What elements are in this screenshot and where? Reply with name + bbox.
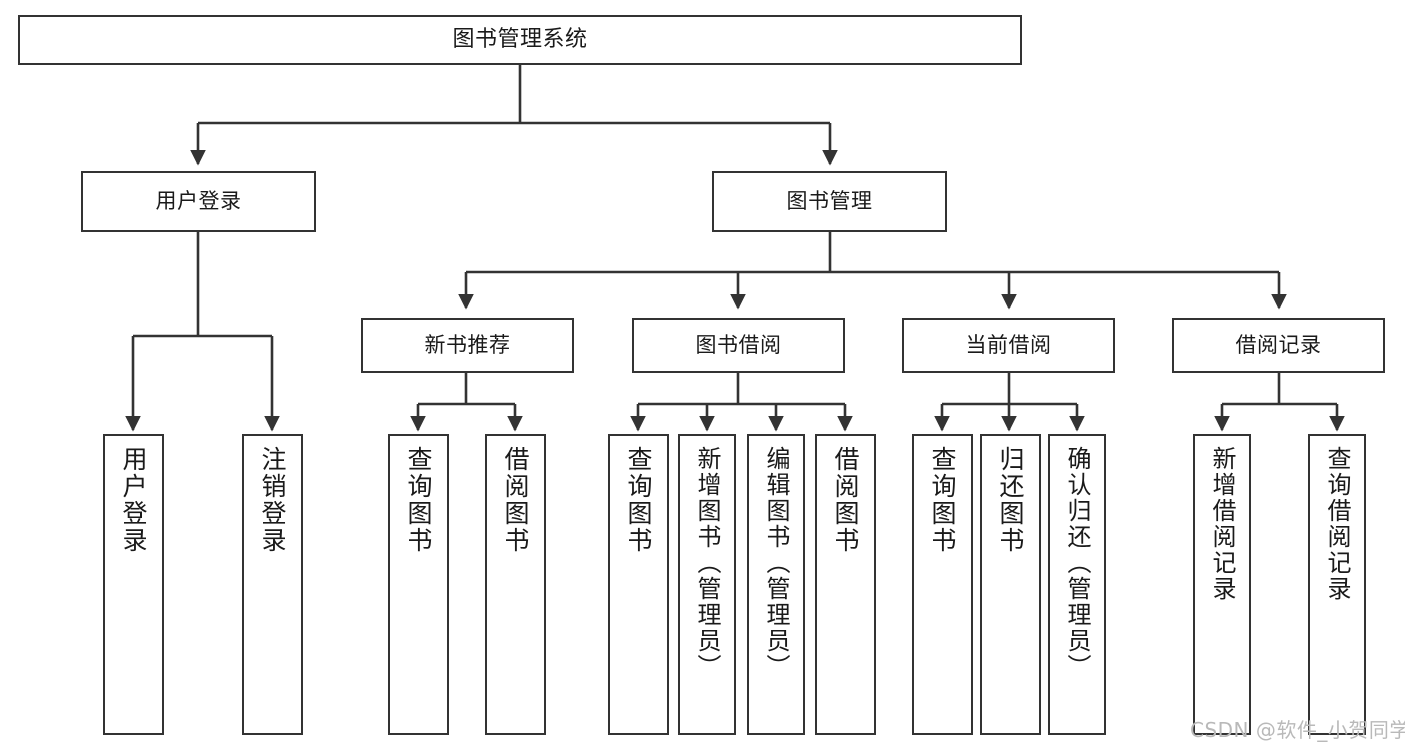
node-leaf-user-logout[interactable]: 注销登录 [242,434,303,735]
node-label: 确认归还（管理员） [1063,446,1091,680]
node-leaf-user-login[interactable]: 用户登录 [103,434,164,735]
node-label: 新书推荐 [424,332,511,357]
node-label: 新增借阅记录 [1208,446,1236,602]
node-label: 注销登录 [258,446,287,554]
node-book-manage[interactable]: 图书管理 [712,171,947,232]
node-label: 当前借阅 [965,332,1052,357]
node-label: 用户登录 [155,188,242,213]
node-label: 查询图书 [928,446,957,554]
node-label: 查询图书 [624,446,653,554]
node-label: 借阅图书 [831,446,860,554]
node-label: 图书借阅 [695,332,782,357]
node-leaf-borrow-book-2[interactable]: 借阅图书 [815,434,876,735]
node-leaf-query-book-2[interactable]: 查询图书 [608,434,669,735]
node-label: 查询图书 [404,446,433,554]
node-book-borrow[interactable]: 图书借阅 [632,318,845,373]
node-leaf-add-record[interactable]: 新增借阅记录 [1193,434,1251,735]
node-label: 用户登录 [119,446,148,554]
watermark-text: CSDN @软件_小贺同学 [1190,718,1405,742]
node-label: 新增图书（管理员） [693,446,721,680]
node-leaf-confirm-return[interactable]: 确认归还（管理员） [1048,434,1106,735]
node-user-login[interactable]: 用户登录 [81,171,316,232]
node-leaf-query-record[interactable]: 查询借阅记录 [1308,434,1366,735]
node-current-borrow[interactable]: 当前借阅 [902,318,1115,373]
node-leaf-query-book-3[interactable]: 查询图书 [912,434,973,735]
node-label: 查询借阅记录 [1323,446,1351,602]
node-borrow-record[interactable]: 借阅记录 [1172,318,1385,373]
node-leaf-borrow-book-1[interactable]: 借阅图书 [485,434,546,735]
node-root-system[interactable]: 图书管理系统 [18,15,1022,65]
node-label: 图书管理系统 [452,26,588,52]
node-leaf-return-book[interactable]: 归还图书 [980,434,1041,735]
node-label: 归还图书 [996,446,1025,554]
node-leaf-query-book-1[interactable]: 查询图书 [388,434,449,735]
node-label: 借阅图书 [501,446,530,554]
node-label: 编辑图书（管理员） [762,446,790,680]
node-new-book-recommend[interactable]: 新书推荐 [361,318,574,373]
node-leaf-add-book[interactable]: 新增图书（管理员） [678,434,736,735]
node-label: 图书管理 [786,188,873,213]
node-leaf-edit-book[interactable]: 编辑图书（管理员） [747,434,805,735]
node-label: 借阅记录 [1235,332,1322,357]
